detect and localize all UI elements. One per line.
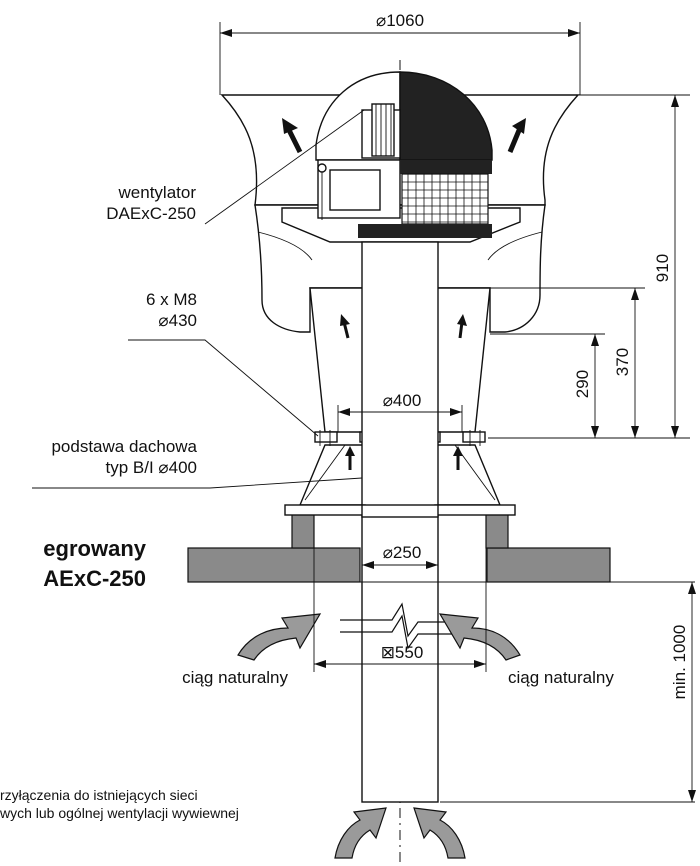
svg-text:min. 1000: min. 1000 [670,625,689,700]
dimension-base-diameter: ⌀400 [337,391,463,432]
duct-break [340,602,460,650]
dimension-total-height: 910 [488,94,690,439]
top-diameter-text: ⌀1060 [376,11,424,30]
fan-motor [317,103,401,220]
title-line2: AExC-250 [43,566,146,591]
fan-dome-right [399,71,493,161]
title-line1: egrowany [43,536,146,561]
up-arrow-icon [340,314,467,470]
fan-label-line2: DAExC-250 [106,204,196,223]
svg-text:⌀400: ⌀400 [383,391,422,410]
fan-impeller [358,160,492,238]
bolts-leader [128,339,319,437]
svg-text:290: 290 [573,370,592,398]
base-leader [32,477,363,489]
dimension-top-diameter: ⌀1060 [219,11,581,95]
base-label-line2: typ B/I ⌀400 [105,458,197,477]
inflow-arrow-icon [237,613,521,859]
up-arrow-icon [282,118,526,154]
svg-text:910: 910 [653,254,672,282]
fan-leader [204,109,365,225]
bolts-label-line2: ⌀430 [158,311,197,330]
draft-left-label: ciąg naturalny [182,668,288,687]
dimension-duct-diameter: ⌀250 [362,543,438,569]
roof-slab-right [486,547,611,583]
note-line1: rzyłączenia do istniejących sieci [0,787,198,803]
bolts-label-line1: 6 x M8 [146,290,197,309]
svg-text:370: 370 [613,348,632,376]
roof-slab-left [187,547,361,583]
duct [361,241,439,803]
fan-label-line1: wentylator [118,183,197,202]
dimension-min-height: min. 1000 [670,582,696,802]
svg-text:⌀250: ⌀250 [383,543,422,562]
svg-text:⊠550: ⊠550 [381,643,424,662]
draft-right-label: ciąg naturalny [508,668,614,687]
note-line2: wych lub ogólnej wentylacji wywiewnej [0,805,239,821]
base-label-line1: podstawa dachowa [51,437,197,456]
dimension-height-370: 370 [490,287,645,438]
dimension-square-550: ⊠550 [313,582,487,672]
dimension-height-290: 290 [490,333,605,438]
